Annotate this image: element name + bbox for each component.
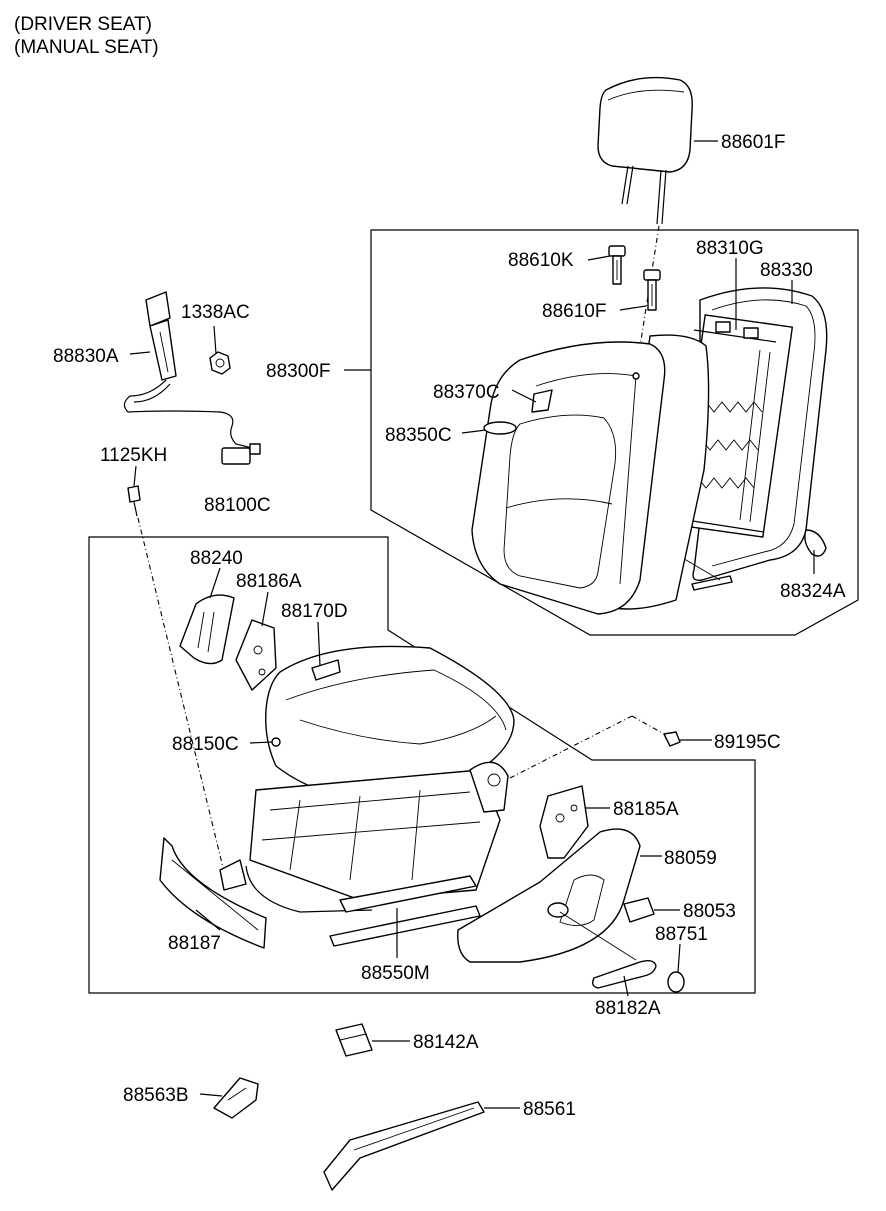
label-88550M: 88550M <box>361 963 430 984</box>
label-88300F: 88300F <box>266 361 330 382</box>
label-88185A: 88185A <box>613 799 679 820</box>
label-88059: 88059 <box>664 848 717 869</box>
headrest-guide-88610K[interactable] <box>608 245 626 285</box>
nut-1338AC[interactable] <box>209 351 231 375</box>
cable-guide-line <box>509 715 633 779</box>
side-cover-88240[interactable] <box>179 594 235 665</box>
recline-knob-88324A[interactable] <box>804 529 827 557</box>
label-88053: 88053 <box>683 901 736 922</box>
leader-88186A <box>261 591 269 627</box>
leader-1338AC <box>213 325 217 355</box>
seat-belt-buckle[interactable] <box>123 291 261 465</box>
label-88610K: 88610K <box>508 250 574 271</box>
leader-88563B <box>199 1093 223 1097</box>
bolt-1125KH[interactable] <box>127 485 141 517</box>
leader-88150C <box>249 741 273 744</box>
label-1338AC: 1338AC <box>181 302 250 323</box>
label-88187: 88187 <box>168 933 221 954</box>
label-88240: 88240 <box>190 548 243 569</box>
label-88186A: 88186A <box>236 571 302 592</box>
label-88182A: 88182A <box>595 998 661 1019</box>
leader-88170D <box>317 621 321 667</box>
label-88150C: 88150C <box>172 734 239 755</box>
label-88601F: 88601F <box>721 132 785 153</box>
header-driver-seat: (DRIVER SEAT) <box>14 14 152 35</box>
lever-88182A[interactable] <box>559 911 657 989</box>
cushion-group-box <box>88 536 756 994</box>
leader-88187 <box>195 909 221 931</box>
cover-88563B[interactable] <box>213 1077 259 1119</box>
label-88100C: 88100C <box>204 495 271 516</box>
label-88310G: 88310G <box>696 238 764 259</box>
label-88561: 88561 <box>523 1099 576 1120</box>
label-88350C: 88350C <box>385 425 452 446</box>
leader-1125KH <box>133 465 137 487</box>
headrest[interactable] <box>597 76 693 225</box>
label-88142A: 88142A <box>413 1032 479 1053</box>
label-88170D: 88170D <box>281 601 348 622</box>
label-88330: 88330 <box>760 260 813 281</box>
leader-88610K <box>587 255 611 261</box>
leader-88751 <box>677 943 681 973</box>
bracket-88186A[interactable] <box>235 619 277 691</box>
leader-88610F <box>619 305 647 311</box>
leader-88182A <box>623 975 629 997</box>
bracket-88142A[interactable] <box>335 1023 373 1057</box>
cable-guide-line-2 <box>631 715 665 735</box>
seatback-frame[interactable] <box>651 258 828 591</box>
side-shield-88059[interactable] <box>457 828 641 963</box>
label-88751: 88751 <box>655 924 708 945</box>
front-trim-88187[interactable] <box>159 837 267 949</box>
seatback-group-box <box>370 229 859 636</box>
screw-89195C[interactable] <box>663 731 681 747</box>
leader-88350C <box>461 429 487 434</box>
label-88610F: 88610F <box>542 301 606 322</box>
label-88324A: 88324A <box>780 581 846 602</box>
leader-88370C <box>511 389 537 403</box>
label-88370C: 88370C <box>433 382 500 403</box>
leader-88830A <box>129 351 151 355</box>
rail-cover-88561[interactable] <box>323 1101 485 1191</box>
cover-88053[interactable] <box>623 897 655 923</box>
seatback-cover[interactable] <box>471 334 710 615</box>
bracket-88185A[interactable] <box>539 785 589 859</box>
cap-88751[interactable] <box>667 971 685 993</box>
label-88563B: 88563B <box>123 1085 189 1106</box>
leader-88240 <box>209 567 221 599</box>
label-1125KH: 1125KH <box>100 445 167 466</box>
bolt-guide-line <box>137 517 227 881</box>
headrest-guide-88610F[interactable] <box>643 269 661 311</box>
header-manual-seat: (MANUAL SEAT) <box>14 37 159 58</box>
label-88830A: 88830A <box>53 346 119 367</box>
seat-cushion[interactable] <box>265 645 515 801</box>
label-89195C: 89195C <box>714 732 781 753</box>
seat-track-assembly[interactable] <box>219 761 509 958</box>
